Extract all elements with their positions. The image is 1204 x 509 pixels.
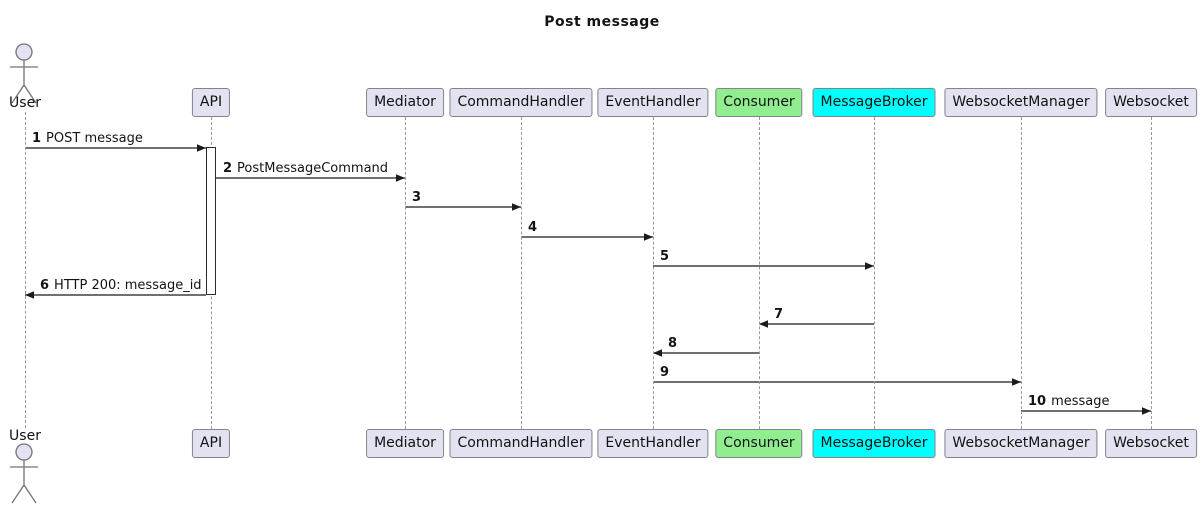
message-text: HTTP 200: message_id (54, 278, 202, 293)
message-label-9: 9 (660, 365, 674, 380)
actor-label-bottom-user: User (9, 428, 41, 444)
participant-box-top-websocketmanager: WebsocketManager (944, 88, 1098, 117)
actor-figure-bottom-user (10, 443, 38, 504)
participant-box-top-messagebroker: MessageBroker (812, 88, 936, 117)
participant-box-bottom-eventhandler: EventHandler (597, 429, 709, 458)
message-number: 9 (660, 365, 670, 380)
message-arrowhead-6 (25, 291, 34, 299)
message-number: 5 (660, 249, 670, 264)
message-text: PostMessageCommand (237, 161, 389, 176)
participant-box-top-consumer: Consumer (715, 88, 803, 117)
lifeline-websocketmanager (1021, 117, 1022, 429)
message-label-4: 4 (528, 220, 542, 235)
lifeline-eventhandler (653, 117, 654, 429)
participant-box-top-eventhandler: EventHandler (597, 88, 709, 117)
participant-box-bottom-api: API (191, 429, 231, 458)
message-number: 8 (668, 336, 678, 351)
message-arrowhead-7 (759, 320, 768, 328)
message-label-2: 2 PostMessageCommand (223, 161, 388, 176)
message-label-3: 3 (412, 190, 426, 205)
message-text: message (1051, 394, 1110, 409)
message-label-10: 10 message (1028, 394, 1110, 409)
participant-box-top-mediator: Mediator (366, 88, 444, 117)
lifeline-messagebroker (874, 117, 875, 429)
message-arrowhead-1 (197, 144, 206, 152)
message-arrowhead-8 (653, 349, 662, 357)
participant-box-top-websocket: Websocket (1105, 88, 1197, 117)
message-arrowhead-2 (396, 174, 405, 182)
message-label-5: 5 (660, 249, 674, 264)
message-arrowhead-5 (865, 262, 874, 270)
message-number: 3 (412, 190, 422, 205)
participant-box-bottom-consumer: Consumer (715, 429, 803, 458)
lifeline-websocket (1151, 117, 1152, 429)
participant-box-bottom-mediator: Mediator (366, 429, 444, 458)
participant-box-bottom-messagebroker: MessageBroker (812, 429, 936, 458)
message-number: 10 (1028, 394, 1047, 409)
participant-box-bottom-commandhandler: CommandHandler (449, 429, 593, 458)
message-label-8: 8 (668, 336, 682, 351)
message-text: POST message (46, 131, 143, 146)
lifeline-commandhandler (521, 117, 522, 429)
message-arrowhead-10 (1142, 407, 1151, 415)
participant-box-bottom-websocketmanager: WebsocketManager (944, 429, 1098, 458)
participant-box-top-commandhandler: CommandHandler (449, 88, 593, 117)
message-label-1: 1 POST message (32, 131, 143, 146)
message-arrowhead-3 (512, 203, 521, 211)
lifeline-mediator (405, 117, 406, 429)
lifeline-consumer (759, 117, 760, 429)
participant-box-top-api: API (191, 88, 231, 117)
message-arrowhead-4 (644, 233, 653, 241)
message-label-7: 7 (774, 307, 788, 322)
diagram-title: Post message (544, 14, 660, 30)
message-number: 1 (32, 131, 42, 146)
message-number: 7 (774, 307, 784, 322)
message-number: 2 (223, 161, 233, 176)
message-label-6: 6 HTTP 200: message_id (40, 278, 202, 293)
message-arrowhead-9 (1012, 378, 1021, 386)
actor-label-top-user: User (9, 95, 41, 111)
participant-box-bottom-websocket: Websocket (1105, 429, 1197, 458)
lifeline-user (25, 112, 26, 428)
activation-bar-api (206, 147, 216, 295)
message-number: 6 (40, 278, 50, 293)
message-number: 4 (528, 220, 538, 235)
